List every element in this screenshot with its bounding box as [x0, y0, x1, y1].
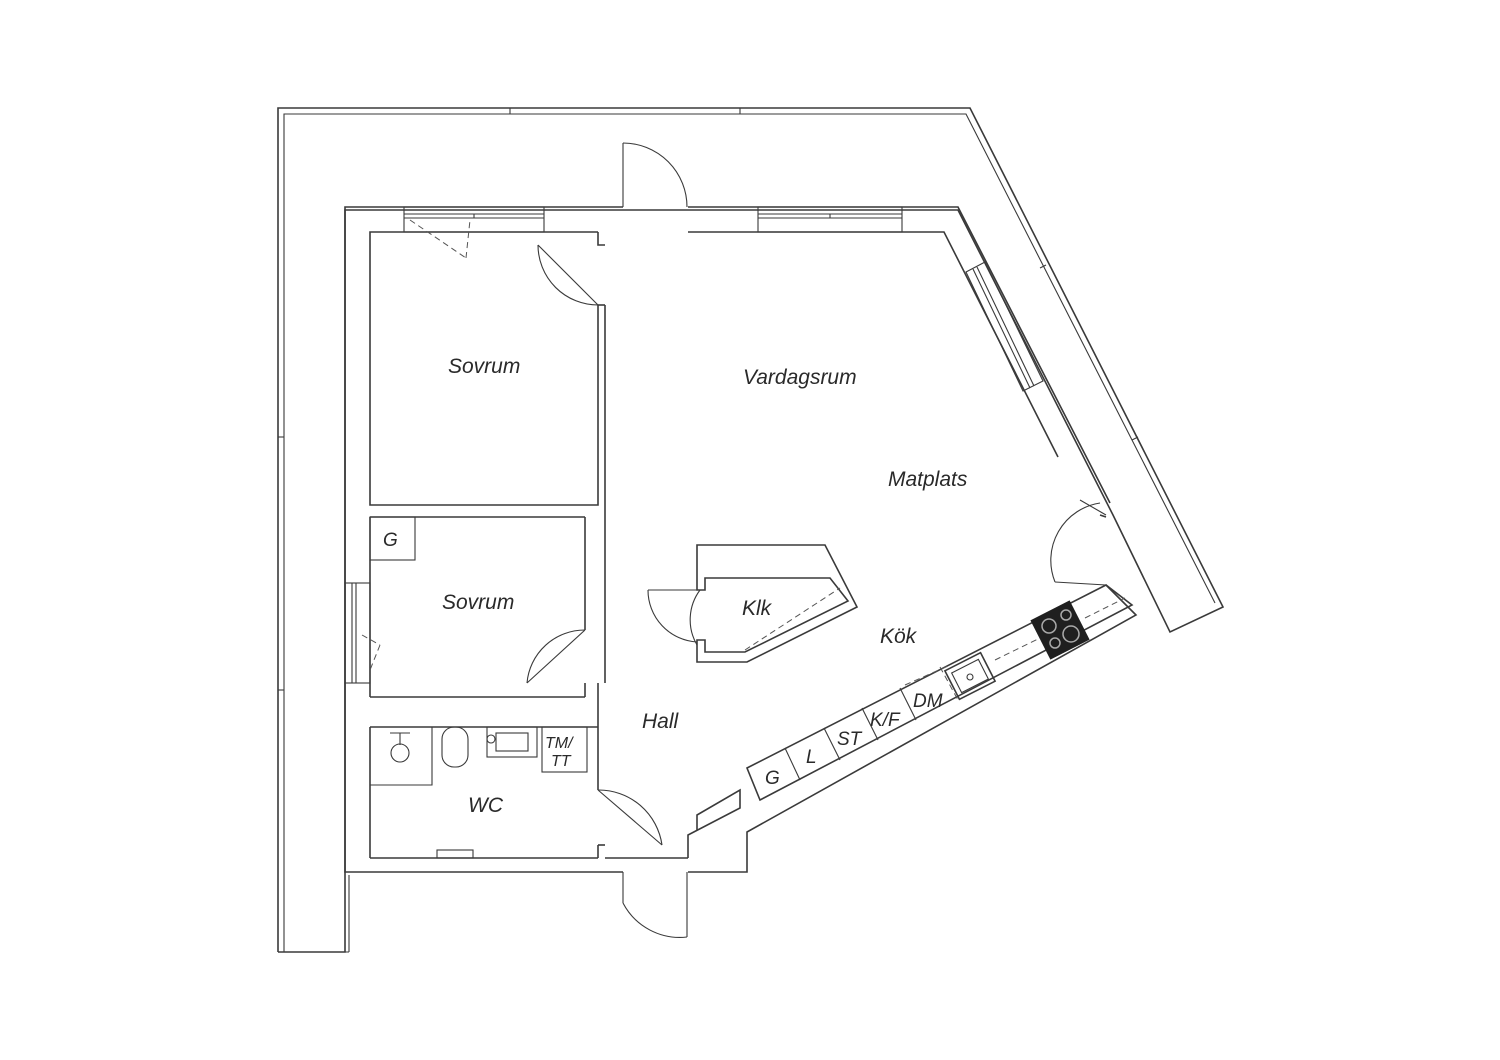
shower-drain-icon: [390, 743, 410, 763]
fixture-label-wardrobe-kitchen: G: [765, 768, 780, 789]
exterior-walls: [344, 206, 1138, 873]
room-label-closet: Klk: [742, 597, 773, 620]
fixture-label-dishwasher: DM: [913, 691, 943, 712]
room-label-dining: Matplats: [888, 468, 968, 491]
fixture-label-linen: L: [806, 747, 817, 768]
fixture-label-fridge-freezer: K/F: [870, 710, 901, 731]
wardrobe-box: [369, 516, 416, 561]
windows: [344, 206, 1044, 859]
kitchen-counter: [745, 584, 1134, 802]
sink-icon: [486, 726, 538, 758]
doors: [526, 142, 1107, 938]
fixture-label-storage: ST: [837, 729, 863, 750]
room-label-hall: Hall: [642, 710, 680, 733]
room-label-kitchen: Kök: [880, 625, 918, 648]
fixture-label-washer-line-1: TM/: [545, 735, 574, 752]
room-label-wc: WC: [468, 794, 504, 817]
room-label-bedroom-2: Sovrum: [442, 591, 514, 614]
balcony: [277, 107, 1225, 953]
interior-walls: [369, 304, 688, 859]
stove-icon: [1030, 600, 1090, 660]
bathroom-fixtures: [370, 726, 588, 786]
room-label-living-room: Vardagsrum: [743, 366, 857, 389]
fixture-label-wardrobe-bedroom: G: [383, 530, 398, 551]
closet: [696, 544, 859, 663]
room-label-bedroom-1: Sovrum: [448, 355, 520, 378]
fixture-label-washer-line-2: TT: [551, 753, 572, 770]
toilet-icon: [441, 726, 469, 768]
